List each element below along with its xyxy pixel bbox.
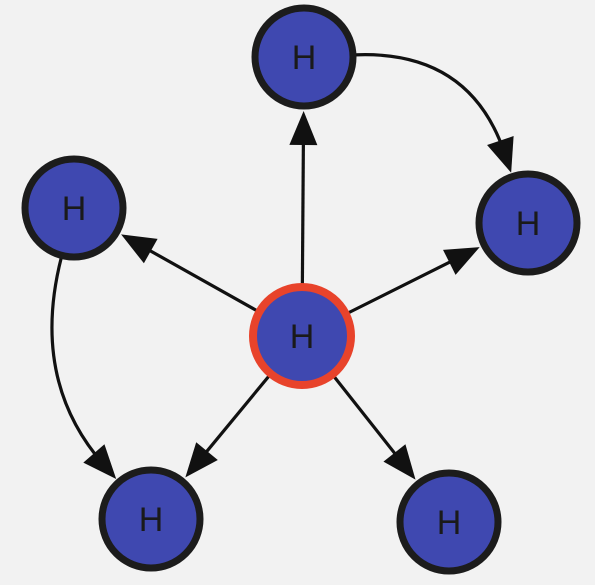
edge-center-to-top-arrowhead xyxy=(289,110,318,146)
edge-center-to-right xyxy=(347,247,480,315)
node-top-circle xyxy=(251,4,357,110)
edges-layer xyxy=(50,53,514,480)
edge-left-to-bottom-left xyxy=(50,257,117,480)
edge-left-to-bottom-left-arrowhead xyxy=(83,444,117,480)
node-left-circle xyxy=(21,155,127,261)
node-top: H xyxy=(251,4,357,110)
edge-center-to-bottom-right xyxy=(332,375,416,480)
node-center: H xyxy=(249,283,355,389)
node-right-label: H xyxy=(516,205,541,243)
edge-center-to-right-line xyxy=(347,254,463,315)
node-top-label: H xyxy=(292,39,317,77)
node-right: H xyxy=(475,170,581,276)
node-left: H xyxy=(21,155,127,261)
node-bottom-left-label: H xyxy=(139,501,164,539)
node-center-circle xyxy=(249,283,355,389)
edge-center-to-right-arrowhead xyxy=(443,247,480,275)
node-bottom-left: H xyxy=(98,466,204,572)
node-left-label: H xyxy=(62,190,87,228)
edge-center-to-bottom-left-arrowhead xyxy=(185,442,218,478)
node-bottom-right: H xyxy=(396,469,502,575)
edge-center-to-bottom-left-line xyxy=(196,375,271,463)
edge-center-to-top xyxy=(289,110,318,285)
edge-top-to-right-arrowhead xyxy=(487,136,514,173)
edge-center-to-left-line xyxy=(137,242,258,312)
edge-center-to-bottom-left xyxy=(185,375,271,478)
node-bottom-right-circle xyxy=(396,469,502,575)
edge-top-to-right-line xyxy=(354,53,507,155)
node-center-label: H xyxy=(290,318,315,356)
edge-center-to-top-line xyxy=(300,130,306,285)
edge-center-to-bottom-right-line xyxy=(332,375,405,465)
edge-center-to-left xyxy=(121,234,258,312)
node-bottom-left-circle xyxy=(98,466,204,572)
node-bottom-right-label: H xyxy=(437,504,462,542)
node-right-circle xyxy=(475,170,581,276)
edge-left-to-bottom-left-line xyxy=(50,257,105,465)
edge-top-to-right xyxy=(354,53,514,173)
nodes-layer: H H H H H H xyxy=(21,4,581,575)
edge-center-to-left-arrowhead xyxy=(121,234,158,264)
edge-center-to-bottom-right-arrowhead xyxy=(383,444,416,480)
